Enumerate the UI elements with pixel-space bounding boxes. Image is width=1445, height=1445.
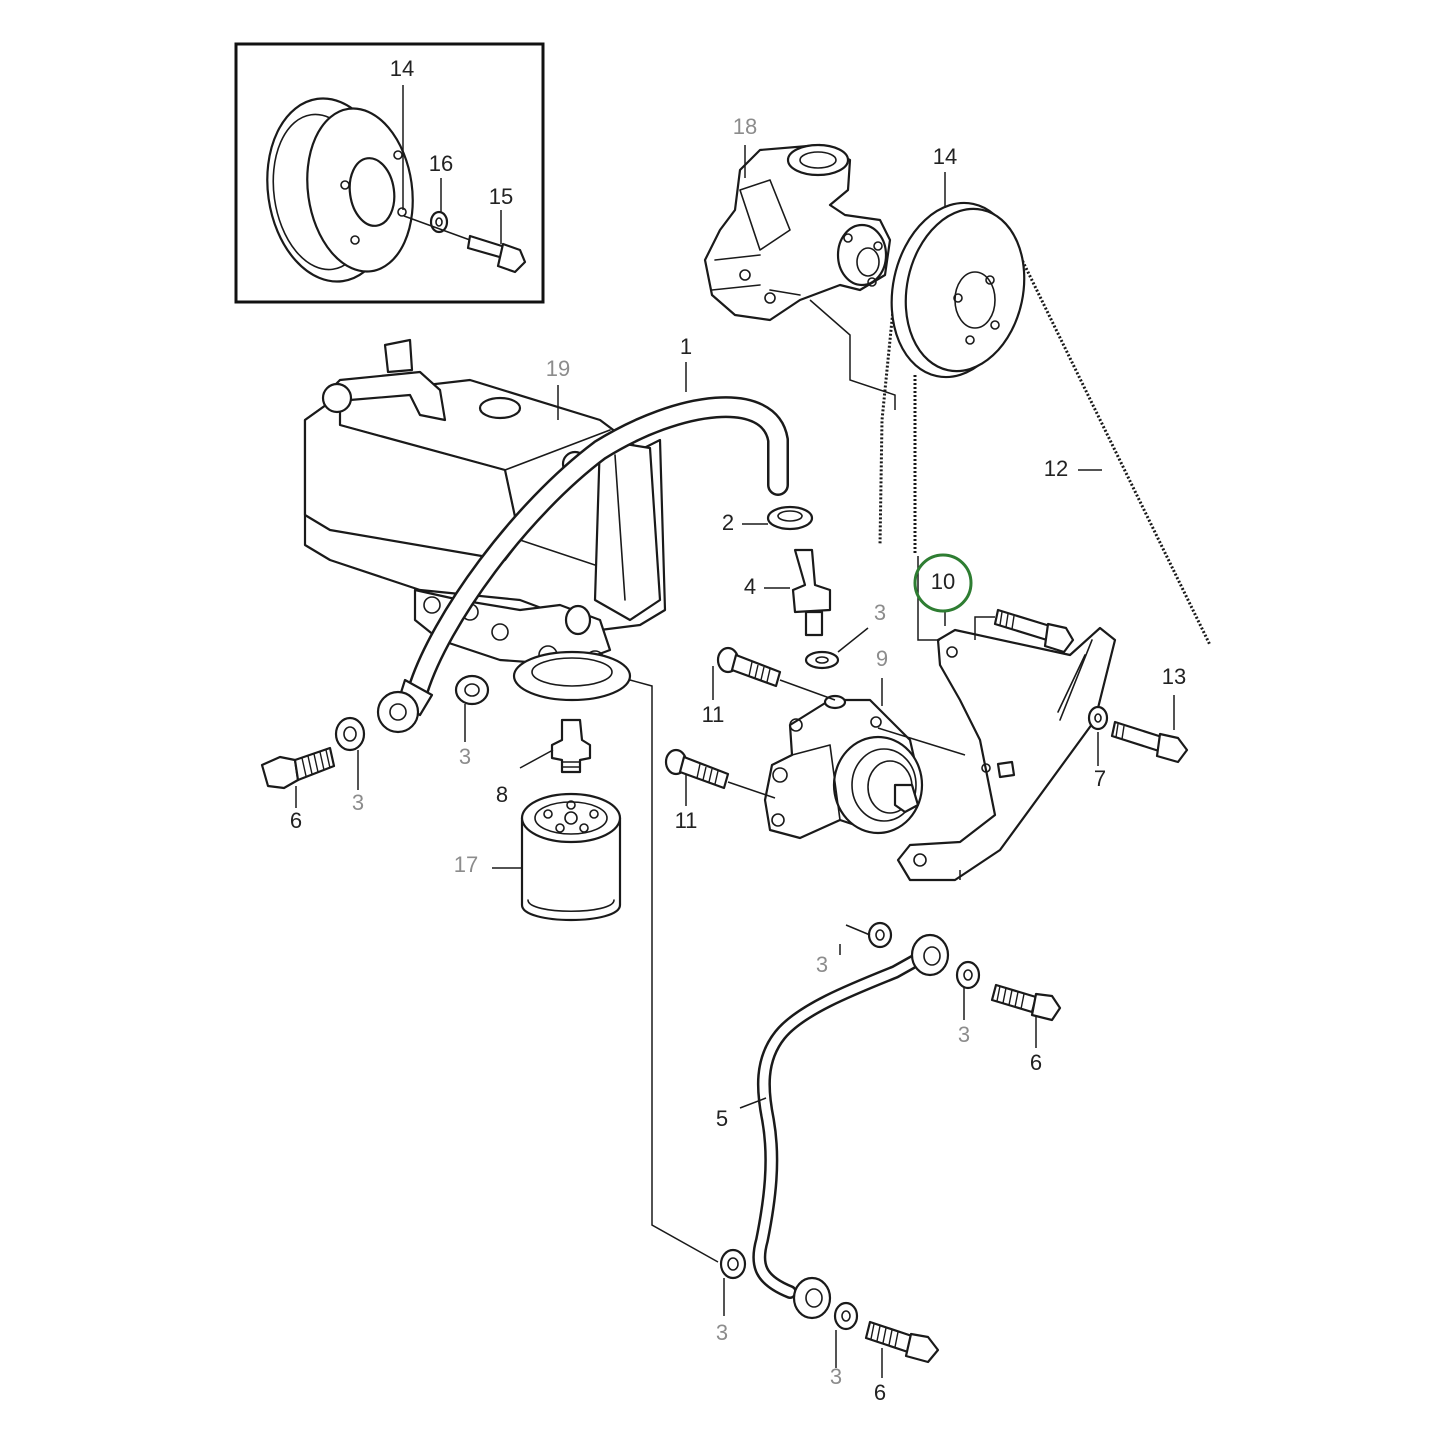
label-washer-pipe-bottom-a[interactable]: 3	[716, 1320, 728, 1345]
bolt-bracket-top[interactable]	[993, 608, 1075, 654]
bolt-pump-lower[interactable]	[664, 748, 730, 790]
label-washer-pipe-top-b[interactable]: 3	[958, 1022, 970, 1047]
label-banjo-bolt-right[interactable]: 6	[1030, 1050, 1042, 1075]
hose-clamp[interactable]	[766, 505, 814, 531]
label-main-pulley[interactable]: 14	[933, 144, 957, 169]
washer-left-b[interactable]	[454, 674, 490, 706]
label-banjo-bolt-bottom[interactable]: 6	[874, 1380, 886, 1405]
callout-labels: 14 16 15 18 14 19 1 12 2 4 3 9 10 13 7 1…	[290, 56, 1186, 1405]
label-reservoir[interactable]: 19	[546, 356, 570, 381]
oil-filter[interactable]	[520, 792, 622, 922]
return-hose[interactable]	[376, 396, 789, 734]
label-washer-pipe-bottom-b[interactable]: 3	[830, 1364, 842, 1389]
label-union-nipple[interactable]: 8	[496, 782, 508, 807]
union-nipple[interactable]	[550, 718, 592, 774]
label-banjo-bolt-left[interactable]: 6	[290, 808, 302, 833]
label-inset-pulley[interactable]: 14	[390, 56, 414, 81]
main-pulley[interactable]	[876, 191, 1039, 389]
label-bolt-pump-lower[interactable]: 11	[675, 808, 698, 833]
hose-nipple[interactable]	[791, 548, 832, 637]
label-pipe[interactable]: 5	[716, 1106, 728, 1131]
label-bracket[interactable]: 10	[931, 569, 955, 594]
belt[interactable]	[878, 224, 1212, 646]
label-washer-bracket[interactable]: 7	[1094, 766, 1106, 791]
label-inset-bolt[interactable]: 15	[489, 184, 513, 209]
washer-pipe-top-b[interactable]	[955, 960, 981, 990]
filter-base-flange[interactable]	[512, 650, 632, 702]
washer-pipe-bottom-a[interactable]	[719, 1248, 747, 1280]
label-servo-pump[interactable]: 9	[876, 646, 888, 671]
label-bolt-bracket[interactable]: 13	[1162, 664, 1186, 689]
inset-pulley[interactable]	[256, 90, 423, 289]
inset-box	[234, 42, 545, 304]
label-washer-left-b[interactable]: 3	[459, 744, 471, 769]
bolt-pump-upper[interactable]	[716, 646, 782, 688]
water-pump[interactable]	[703, 143, 892, 322]
label-nipple[interactable]: 4	[744, 574, 756, 599]
washer-pump-top[interactable]	[804, 650, 840, 670]
label-washer-left-a[interactable]: 3	[352, 790, 364, 815]
pump-bracket[interactable]	[896, 626, 1117, 882]
label-clamp[interactable]: 2	[722, 510, 734, 535]
label-inset-washer[interactable]: 16	[429, 151, 453, 176]
inset-bolt[interactable]	[466, 234, 527, 274]
label-washer-pipe-top-a[interactable]: 3	[816, 952, 828, 977]
label-hose[interactable]: 1	[680, 334, 692, 359]
washer-bracket[interactable]	[1087, 705, 1109, 731]
washer-left-a[interactable]	[334, 716, 366, 752]
oil-pipe[interactable]	[752, 933, 950, 1320]
banjo-bolt-left[interactable]	[260, 746, 336, 790]
label-washer-pump-top[interactable]: 3	[874, 600, 886, 625]
label-oil-filter[interactable]: 17	[454, 852, 478, 877]
washer-pipe-bottom-b[interactable]	[833, 1301, 859, 1331]
label-belt[interactable]: 12	[1044, 456, 1068, 481]
bracket-callout-highlight[interactable]: 10	[913, 553, 973, 613]
oil-reservoir[interactable]	[303, 338, 667, 670]
bolt-bracket[interactable]	[1110, 720, 1189, 764]
label-water-pump[interactable]: 18	[733, 114, 757, 139]
banjo-bolt-bottom[interactable]	[864, 1320, 940, 1364]
servo-pump[interactable]	[763, 694, 924, 840]
banjo-bolt-right[interactable]	[990, 983, 1062, 1022]
label-bolt-pump-upper[interactable]: 11	[702, 702, 725, 727]
washer-pipe-top-a[interactable]	[867, 921, 893, 949]
